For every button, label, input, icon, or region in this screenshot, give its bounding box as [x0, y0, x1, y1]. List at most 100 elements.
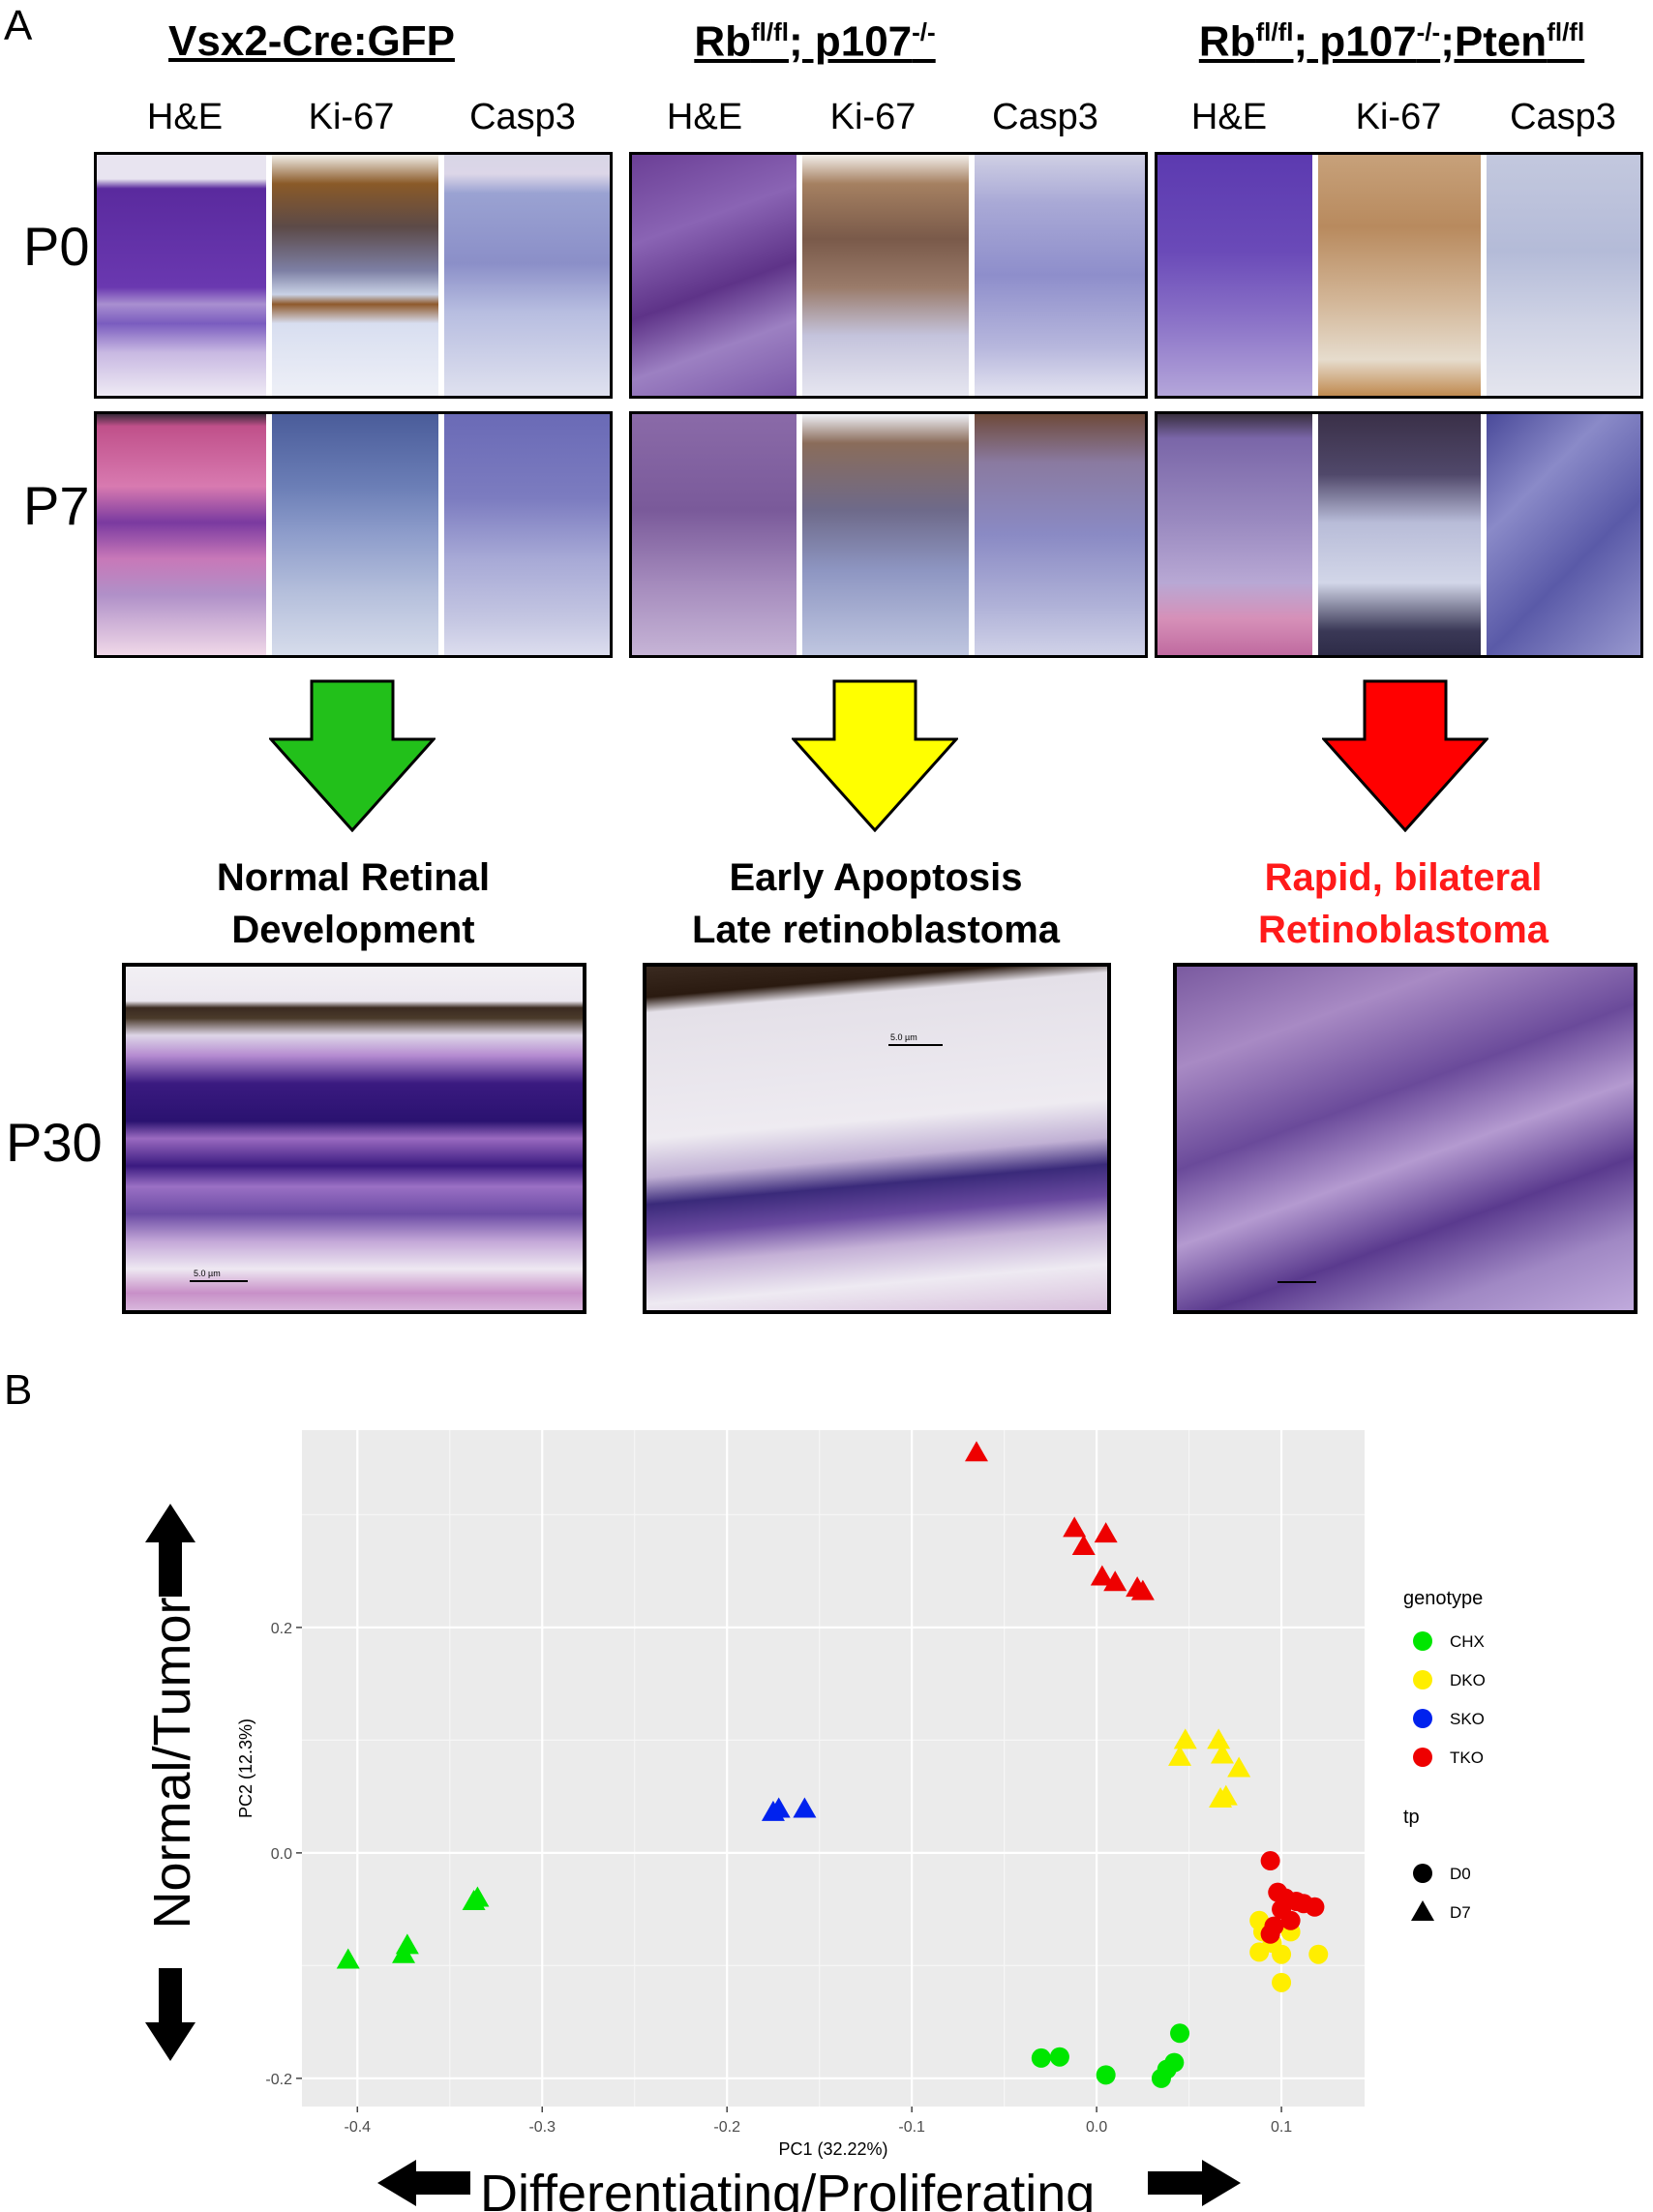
legend-key-chx [1413, 1631, 1432, 1651]
histology-group-control-p7 [94, 411, 613, 658]
outcome-line1: Normal Retinal [216, 856, 491, 899]
tile-ki67 [1318, 155, 1481, 396]
data-point-tko-d7 [1103, 1570, 1127, 1592]
data-point-tko-d7 [1071, 1534, 1096, 1555]
tile-ki67 [1318, 414, 1481, 655]
data-point-chx-d0 [1031, 2048, 1051, 2068]
data-point-chx-d7 [466, 1886, 490, 1907]
column-title-tko: Rbfl/fl; p107-/-;Ptenfl/fl [1150, 17, 1634, 67]
legend-label-d7: D7 [1450, 1903, 1471, 1922]
column-title-control: Vsx2-Cre:GFP [108, 17, 515, 66]
legend-key-d7 [1411, 1900, 1434, 1921]
title-pten-sup: fl/fl [1547, 17, 1585, 46]
legend-key-tko [1413, 1748, 1432, 1767]
tile-casp3 [444, 414, 610, 655]
x-tick-label: -0.3 [528, 2119, 556, 2136]
data-point-tko-d7 [964, 1441, 988, 1462]
title-rb-sup: fl/fl [750, 17, 789, 46]
title-rb: Rb [694, 17, 751, 66]
scale-bar [888, 1044, 943, 1046]
data-point-tko-d0 [1260, 1924, 1280, 1944]
stain-label-ki67: Ki-67 [829, 97, 917, 137]
data-point-dko-d7 [1207, 1728, 1231, 1749]
p30-image-tko [1173, 963, 1638, 1314]
tile-casp3 [1487, 414, 1640, 655]
tile-he [1157, 414, 1312, 655]
histology-group-dko-p7 [629, 411, 1148, 658]
column-title-dko: Rbfl/fl; p107-/- [612, 17, 1018, 67]
outcome-line2: Late retinoblastoma [691, 909, 1061, 951]
outcome-line2: Development [231, 909, 475, 951]
data-point-chx-d0 [1049, 2047, 1069, 2067]
legend-label-tko: TKO [1450, 1749, 1484, 1767]
panel-a-letter: A [4, 2, 33, 49]
p30-image-control: 5.0 µm [122, 963, 586, 1314]
row-label-p0: P0 [23, 216, 90, 277]
legend-key-dko [1413, 1670, 1432, 1689]
tile-he [97, 155, 266, 396]
tile-casp3 [975, 155, 1145, 396]
scale-bar-label: 5.0 µm [890, 1032, 917, 1042]
data-point-dko-d7 [1214, 1784, 1238, 1806]
y-tick-label: 0.0 [271, 1846, 292, 1863]
outcome-tko: Rapid, bilateral Retinoblastoma [1171, 852, 1636, 956]
data-point-chx-d0 [1096, 2065, 1116, 2085]
stain-label-he: H&E [666, 97, 743, 137]
data-point-dko-d0 [1272, 1972, 1292, 1992]
data-point-dko-d0 [1308, 1944, 1329, 1964]
outcome-dko: Early Apoptosis Late retinoblastoma [639, 852, 1113, 956]
stain-label-he: H&E [1190, 97, 1268, 137]
y-tick-label: 0.2 [271, 1621, 292, 1637]
tile-casp3 [975, 414, 1145, 655]
scale-bar [1277, 1281, 1316, 1283]
data-point-tko-d7 [1130, 1579, 1155, 1600]
data-point-chx-d7 [336, 1948, 360, 1969]
tile-casp3 [1487, 155, 1640, 396]
data-point-dko-d7 [1210, 1743, 1234, 1764]
x-tick-label: 0.0 [1086, 2119, 1107, 2136]
row-label-p30: P30 [6, 1112, 103, 1173]
data-point-dko-d7 [1227, 1756, 1251, 1778]
histology-group-tko-p0 [1155, 152, 1643, 399]
legend-label-dko: DKO [1450, 1671, 1486, 1689]
arrow-right-icon [1148, 2160, 1241, 2206]
data-point-tko-d0 [1305, 1897, 1325, 1917]
y-tick-label: -0.2 [265, 2072, 292, 2088]
data-point-dko-d7 [1173, 1728, 1197, 1749]
stain-label-he: H&E [146, 97, 224, 137]
data-point-dko-d0 [1272, 1944, 1292, 1964]
stain-label-ki67: Ki-67 [308, 97, 395, 137]
arrow-down-green-icon [269, 679, 436, 832]
stain-label-casp3: Casp3 [1510, 97, 1616, 137]
outcome-line2: Retinoblastoma [1257, 909, 1549, 951]
x-tick-label: -0.2 [713, 2119, 740, 2136]
tile-he [1157, 155, 1312, 396]
tile-ki67 [802, 414, 969, 655]
plot-background [302, 1430, 1365, 2107]
legend-label-d0: D0 [1450, 1865, 1471, 1883]
tile-casp3 [444, 155, 610, 396]
histology-group-control-p0 [94, 152, 613, 399]
data-point-chx-d0 [1164, 2052, 1185, 2073]
tile-ki67 [272, 155, 438, 396]
stain-label-ki67: Ki-67 [1355, 97, 1442, 137]
scale-bar [190, 1280, 248, 1282]
axis-annotation-differentiating-proliferating: Differentiating/Proliferating [480, 2165, 1096, 2212]
tile-ki67 [802, 155, 969, 396]
x-tick-label: -0.1 [898, 2119, 925, 2136]
title-pten: ;Pten [1440, 17, 1548, 66]
data-point-tko-d7 [1094, 1522, 1118, 1543]
arrow-down-icon [145, 1968, 195, 2061]
arrow-down-red-icon [1322, 679, 1488, 832]
legend-key-d0 [1413, 1864, 1432, 1883]
panel-b-letter: B [4, 1366, 33, 1414]
x-axis-title: PC1 (32.22%) [778, 2139, 887, 2159]
legend-title-tp: tp [1403, 1807, 1420, 1828]
x-tick-label: 0.1 [1271, 2119, 1292, 2136]
title-p107: ; p107 [788, 17, 913, 66]
scale-bar-label: 5.0 µm [194, 1269, 221, 1278]
data-point-sko-d7 [766, 1797, 791, 1818]
outcome-line1: Rapid, bilateral [1264, 856, 1543, 899]
